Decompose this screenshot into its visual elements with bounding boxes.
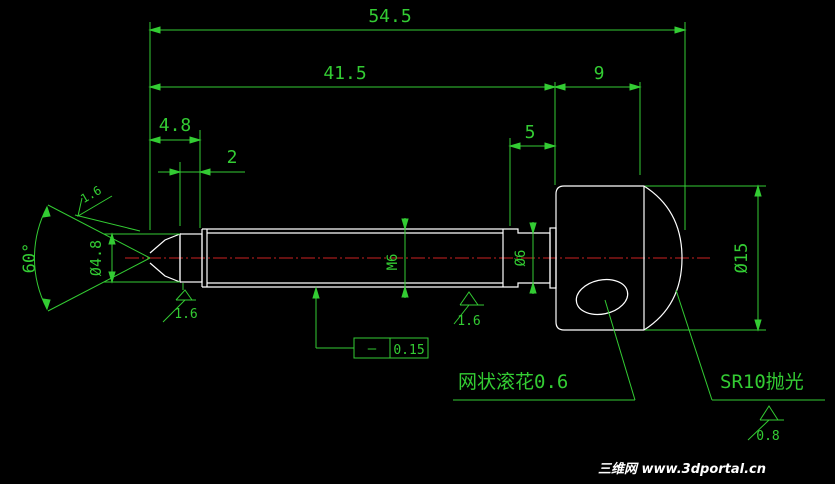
dim-tip-diameter: Ø4.8: [87, 240, 105, 276]
finish-shaft: 1.6: [457, 314, 480, 329]
note-knurl: 网状滚花0.6: [458, 371, 568, 393]
dim-angle: 60°: [20, 243, 40, 274]
dim-tip-length: 4.8: [159, 115, 192, 136]
dim-thread: M6: [385, 254, 401, 271]
note-polish: SR10抛光: [720, 371, 804, 393]
dim-shaft-length: 41.5: [323, 63, 366, 84]
dim-overall-length: 54.5: [368, 6, 411, 27]
finish-head: 0.8: [756, 429, 779, 444]
dim-head-length: 9: [594, 63, 605, 84]
watermark: 三维网 www.3dportal.cn: [598, 462, 767, 477]
dim-head-diameter: Ø15: [732, 243, 752, 274]
dim-chamfer-length: 2: [227, 147, 238, 168]
tolerance-value: 0.15: [393, 343, 424, 358]
finish-tip-lower: 1.6: [174, 307, 197, 322]
tolerance-symbol: —: [368, 341, 377, 357]
dimension-lines: [34, 22, 825, 441]
part-outline: [149, 185, 683, 331]
dim-neck-length: 5: [525, 122, 536, 143]
dim-neck-diameter: Ø6: [513, 250, 529, 267]
